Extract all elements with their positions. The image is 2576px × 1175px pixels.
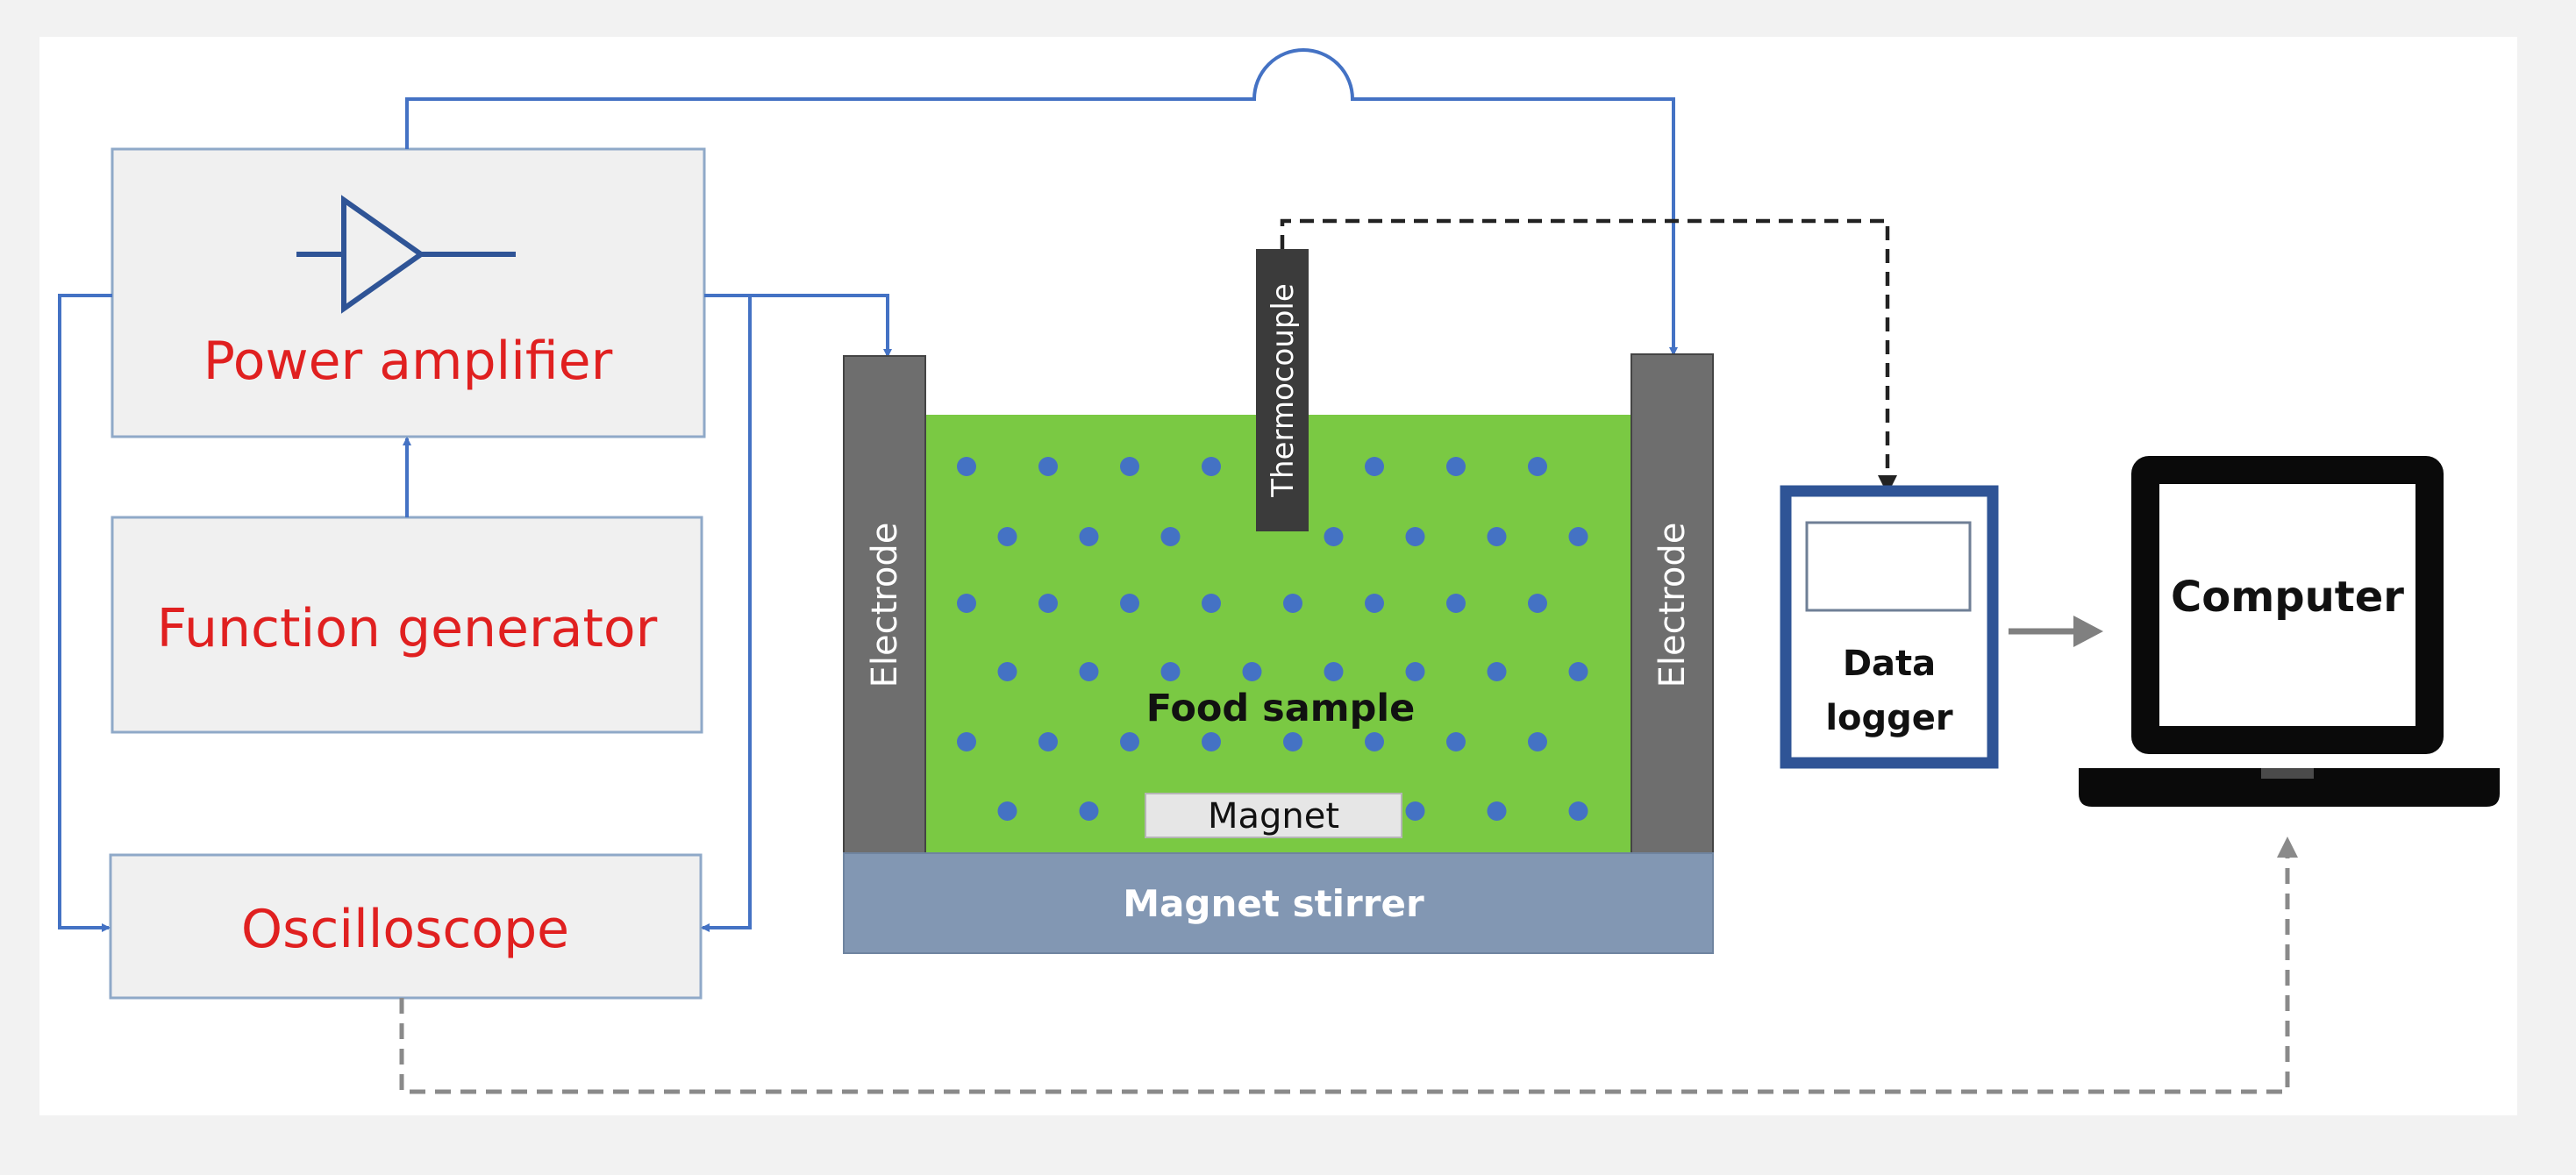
food-particle: [1079, 527, 1099, 546]
magnet-stirrer-label: Magnet stirrer: [1123, 882, 1424, 925]
oscilloscope-block: Oscilloscope: [109, 853, 703, 1000]
food-particle: [1528, 732, 1547, 751]
magnet-bar: Magnet: [1145, 793, 1402, 838]
food-particle: [1405, 801, 1425, 821]
magnet-stirrer-base: Magnet stirrer: [843, 852, 1714, 954]
thermocouple-probe: Thermocouple: [1256, 249, 1309, 531]
food-particle: [1568, 662, 1588, 681]
food-particles: [957, 457, 1588, 821]
food-particle: [1079, 662, 1099, 681]
food-particle: [1568, 801, 1588, 821]
food-particle: [1283, 594, 1302, 613]
amplifier-symbol-icon: [296, 195, 516, 314]
food-particle: [1283, 732, 1302, 751]
logger-to-computer-arrowhead: [2073, 616, 2103, 647]
data-logger-label-line1: Data: [1843, 644, 1936, 684]
food-particle: [1160, 662, 1181, 681]
food-particle: [997, 801, 1017, 821]
electrode-left-label: Electrode: [865, 523, 905, 688]
thermocouple-label: Thermocouple: [1266, 283, 1301, 498]
food-particle: [1079, 801, 1099, 821]
food-particle: [1528, 457, 1547, 476]
data-logger: Data logger: [1780, 485, 1999, 769]
food-particle: [997, 662, 1017, 681]
electrode-right-label: Electrode: [1652, 523, 1693, 688]
food-particle: [1365, 457, 1384, 476]
food-particle: [1202, 732, 1221, 751]
signal-wiring: [58, 48, 1678, 932]
food-particle: [1446, 457, 1466, 476]
thermocouple-signal-line: [1280, 218, 1897, 495]
oscilloscope-label: Oscilloscope: [241, 899, 569, 960]
food-particle: [1405, 527, 1425, 546]
food-particle: [1487, 527, 1507, 546]
food-particle: [1446, 594, 1466, 613]
food-particle: [1202, 457, 1221, 476]
food-particle: [1160, 527, 1181, 546]
food-particle: [1038, 457, 1058, 476]
magnet-label: Magnet: [1208, 796, 1339, 837]
food-particle: [1202, 594, 1221, 613]
food-particle: [1242, 662, 1262, 681]
heating-cell: Food sample Magnet Electrode Electrode T…: [843, 249, 1714, 954]
food-sample-label: Food sample: [1146, 687, 1416, 730]
function-generator-label: Function generator: [157, 598, 658, 659]
food-particle: [1324, 527, 1344, 546]
food-particle: [1446, 732, 1466, 751]
food-particle: [997, 527, 1017, 546]
food-particle: [1405, 662, 1425, 681]
food-particle: [1324, 662, 1344, 681]
food-particle: [1365, 732, 1384, 751]
function-generator-block: Function generator: [111, 516, 703, 734]
electrode-right: Electrode: [1631, 353, 1714, 854]
laptop-icon: Computer: [2079, 456, 2500, 807]
food-particle: [957, 594, 976, 613]
electrode-left: Electrode: [843, 355, 926, 854]
food-particle: [1038, 594, 1058, 613]
food-particle: [1487, 801, 1507, 821]
computer-label: Computer: [2171, 573, 2404, 622]
data-logger-screen: [1805, 521, 1972, 612]
data-logger-label-line2: logger: [1825, 698, 1953, 738]
food-particle: [1120, 732, 1139, 751]
food-particle: [1528, 594, 1547, 613]
food-particle: [1365, 594, 1384, 613]
food-particle: [1120, 594, 1139, 613]
power-amplifier-block: Power amplifier: [111, 147, 706, 438]
food-particle: [957, 732, 976, 751]
power-amplifier-label: Power amplifier: [203, 331, 613, 392]
food-particle: [1120, 457, 1139, 476]
food-particle: [957, 457, 976, 476]
food-particle: [1568, 527, 1588, 546]
food-particle: [1038, 732, 1058, 751]
food-particle: [1487, 662, 1507, 681]
